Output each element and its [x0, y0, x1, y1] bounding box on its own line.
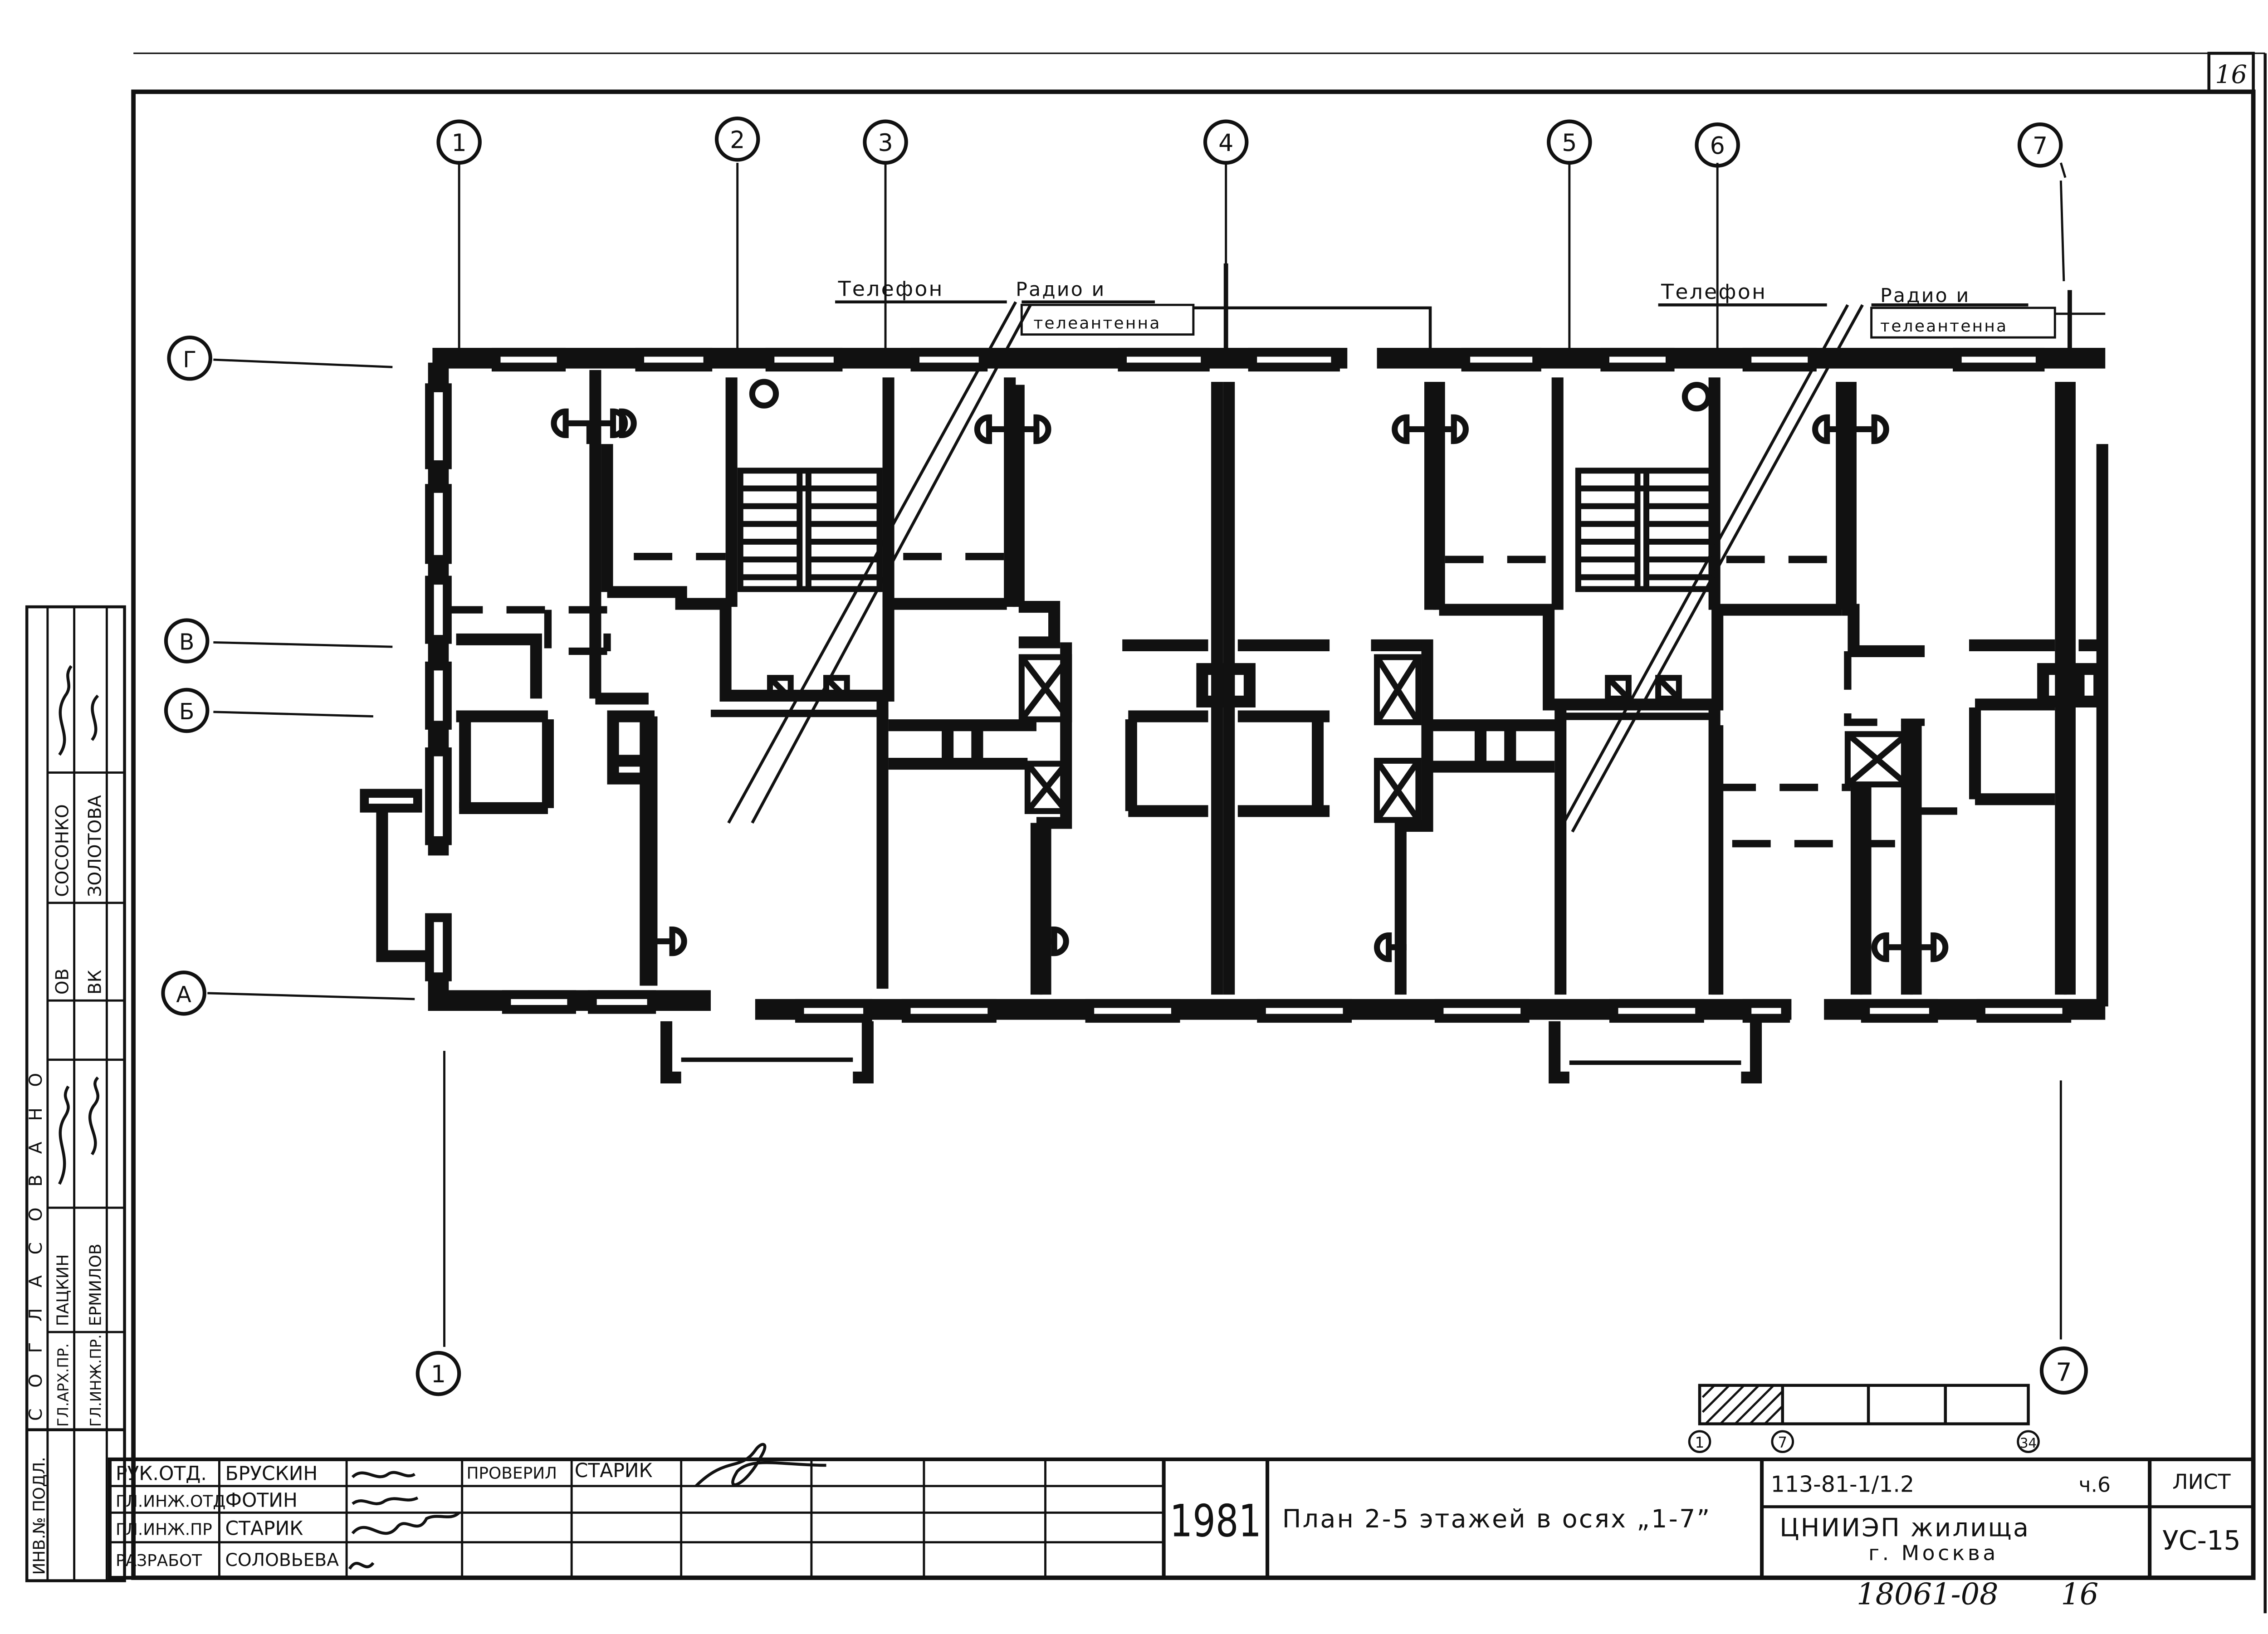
- staircase-right: [1575, 382, 1715, 592]
- name-0: БРУСКИН: [225, 1463, 318, 1485]
- sheet-label: ЛИСТ: [2172, 1470, 2231, 1494]
- name-2: СТАРИК: [225, 1517, 303, 1540]
- archive-stamp: 18061-08 16: [1857, 1577, 2098, 1612]
- axis-bubble-bottom-1: 1: [415, 1351, 461, 1396]
- stamp-name-0: ПАЦКИН: [54, 1254, 73, 1327]
- dashed-partitions: [444, 552, 1969, 848]
- axis-bubble-bottom-7: 7: [2039, 1346, 2088, 1395]
- staircase-left: [737, 379, 883, 592]
- axis-bubble-5: 5: [1547, 119, 1592, 165]
- telephone-radio-annotations: Телефон Радио и телеантенна Телефон Ради…: [727, 263, 2106, 833]
- axis-bubble-1: 1: [436, 119, 482, 165]
- phone-label-1: Телефон: [838, 277, 944, 301]
- stamp-role-3: ВК: [85, 970, 105, 995]
- role-0: РУК.ОТД.: [116, 1463, 207, 1485]
- role-1: ГЛ.ИНЖ.ОТД: [116, 1492, 225, 1511]
- checked-name: СТАРИК: [575, 1460, 653, 1482]
- stamp-signatures: [58, 665, 99, 1185]
- sheet-number: 16: [2215, 60, 2247, 89]
- stamp-inv-label: ИНВ.№ ПОДЛ.: [30, 1457, 49, 1575]
- axis-label: 4: [1218, 130, 1233, 157]
- axis-label: 1: [431, 1361, 446, 1388]
- axis-bubble-4: 4: [1203, 119, 1249, 165]
- antenna-label-2: телеантенна: [1880, 317, 2008, 336]
- axis-label: Б: [179, 699, 195, 725]
- axis-lines: [207, 162, 2067, 1347]
- top-windows: [491, 347, 2045, 372]
- archive-number: 18061-08: [1857, 1577, 1999, 1612]
- axis-bubble-3: 3: [863, 119, 908, 165]
- name-3: СОЛОВЬЕВА: [225, 1550, 339, 1571]
- axis-label: Г: [183, 346, 196, 372]
- org-city: г. Москва: [1868, 1541, 1999, 1565]
- stamp-name-3: ЗОЛОТОВА: [85, 795, 105, 897]
- axis-label: 7: [2033, 132, 2048, 160]
- sheet-number-box: [2207, 52, 2255, 93]
- project-part: ч.6: [2079, 1473, 2111, 1497]
- archive-page: 16: [2061, 1577, 2098, 1612]
- title-signatures: [348, 1443, 826, 1570]
- title-block: РУК.ОТД. ГЛ.ИНЖ.ОТД ГЛ.ИНЖ.ПР РАЗРАБОТ Б…: [108, 1443, 2255, 1580]
- axis-bubble-7: 7: [2017, 122, 2063, 168]
- bottom-windows: [502, 990, 2072, 1023]
- approval-stamp: ИНВ.№ ПОДЛ. СОГЛАСОВАНО ГЛ.АРХ.ПР. ПАЦКИ…: [25, 605, 126, 1582]
- stamp-role-1: ГЛ.ИНЖ.ПР.: [87, 1334, 104, 1427]
- axis-label: 2: [730, 127, 745, 154]
- balconies: [660, 1021, 1762, 1083]
- sheet-title: План 2-5 этажей в осях „1-7”: [1282, 1505, 1711, 1534]
- role-2: ГЛ.ИНЖ.ПР: [116, 1520, 212, 1539]
- checked-label: ПРОВЕРИЛ: [466, 1464, 557, 1483]
- stamp-side-word: СОГЛАСОВАНО: [26, 1052, 46, 1421]
- axis-bubble-B: Б: [164, 688, 210, 733]
- antenna-label-1: телеантенна: [1033, 314, 1161, 333]
- project-code: 113-81-1/1.2: [1771, 1472, 1914, 1497]
- radio-label-2: Радио и: [1880, 285, 1970, 307]
- axis-label: В: [179, 629, 195, 655]
- axis-label: 6: [1710, 132, 1725, 160]
- scale-mark-7: 7: [1778, 1434, 1787, 1451]
- axis-bubble-G: Г: [167, 336, 212, 381]
- outlet-symbols: [551, 408, 1949, 962]
- axis-bubble-2: 2: [714, 117, 760, 162]
- axis-label: 1: [452, 130, 467, 157]
- sheet-code: УС-15: [2162, 1525, 2241, 1556]
- org-name: ЦНИИЭП жилища: [1779, 1514, 2030, 1543]
- year: 1981: [1170, 1496, 1261, 1547]
- stamp-name-1: ЕРМИЛОВ: [86, 1244, 105, 1326]
- role-3: РАЗРАБОТ: [116, 1551, 202, 1570]
- shafts: [710, 654, 1910, 823]
- name-1: ФОТИН: [225, 1489, 297, 1512]
- stamp-role-0: ГЛ.АРХ.ПР.: [55, 1343, 72, 1427]
- axis-label: 7: [2056, 1358, 2072, 1387]
- stamp-name-2: СОСОНКО: [53, 804, 73, 897]
- axis-label: А: [176, 981, 191, 1007]
- axis-bubble-V: В: [164, 618, 210, 663]
- scale-bar: 1 7 34: [1688, 1384, 2040, 1454]
- scale-mark-1: 1: [1695, 1434, 1705, 1451]
- scale-mark-34: 34: [2020, 1435, 2037, 1451]
- axis-label: 3: [878, 130, 893, 157]
- axis-bubble-6: 6: [1695, 122, 1740, 168]
- axis-label: 5: [1562, 130, 1577, 157]
- axis-bubble-A: А: [161, 971, 206, 1016]
- phone-label-2: Телефон: [1661, 280, 1767, 304]
- radio-label-1: Радио и: [1016, 279, 1105, 301]
- interior-walls: [456, 370, 2108, 1007]
- stamp-role-2: ОВ: [53, 968, 73, 995]
